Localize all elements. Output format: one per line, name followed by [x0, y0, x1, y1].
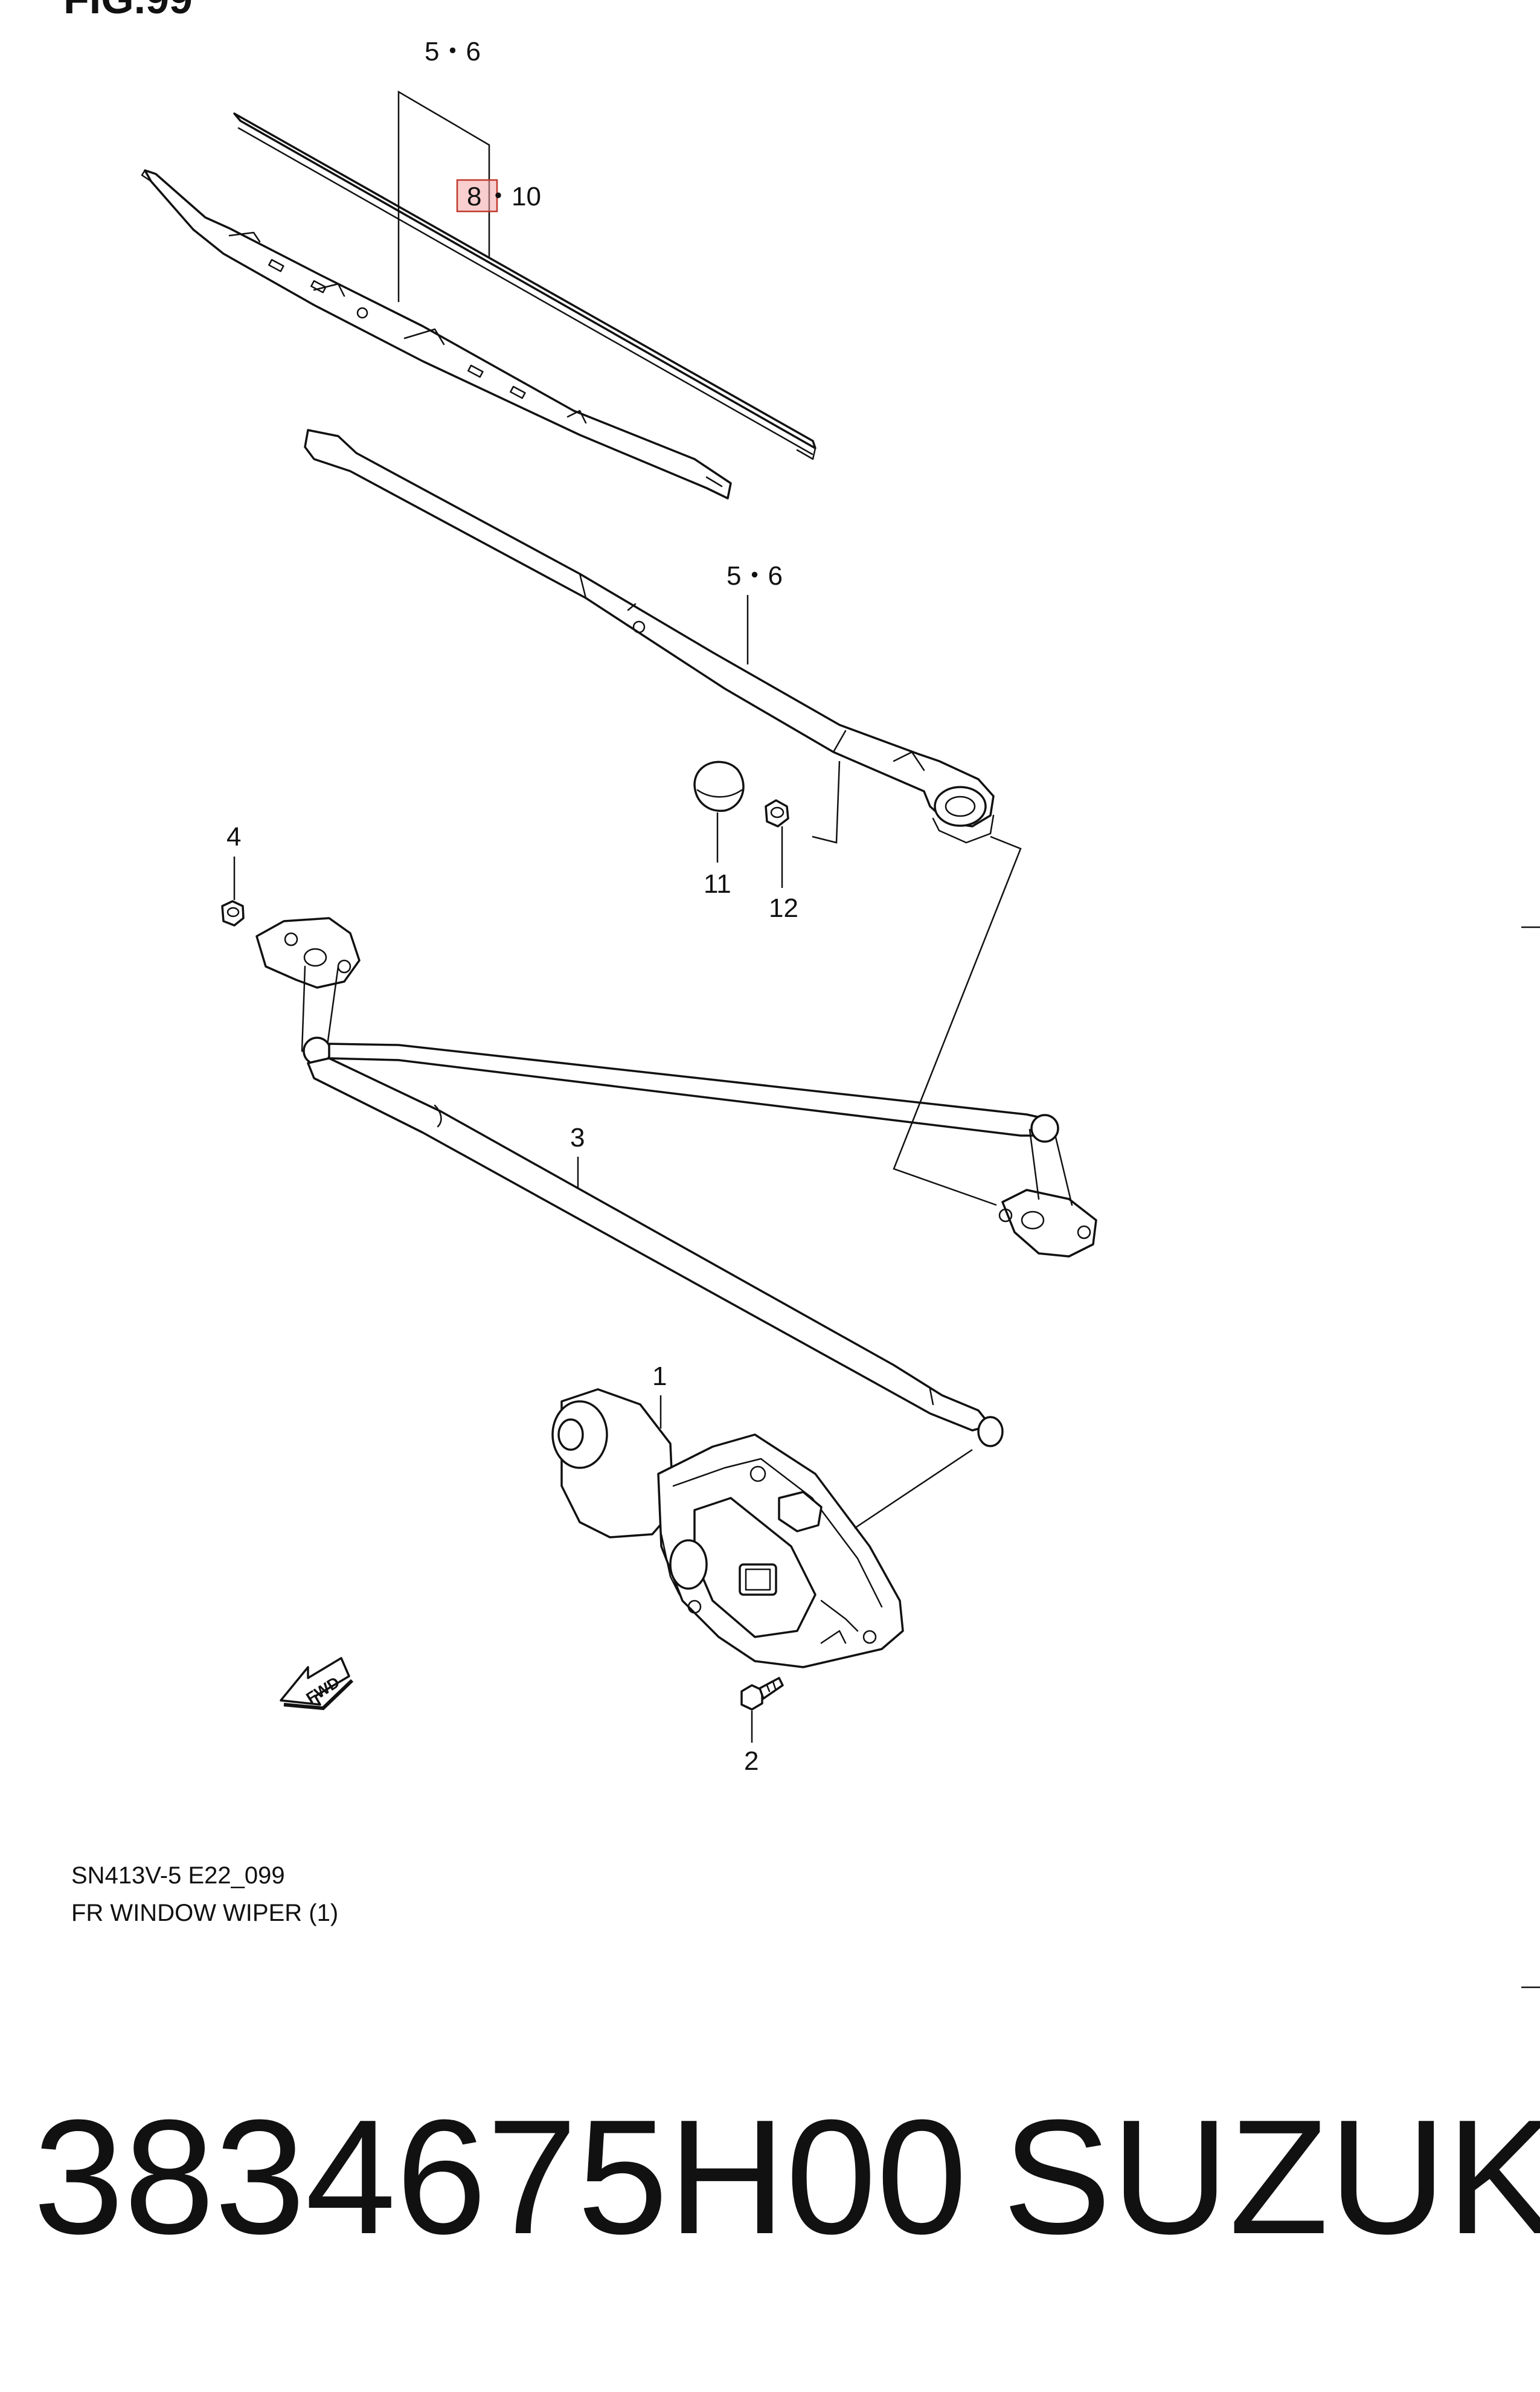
nut-part-12 — [765, 799, 789, 828]
callout-5-6: 5・6 — [727, 561, 783, 591]
part-number: 3834675H00 — [33, 2086, 967, 2268]
figure-code: SN413V-5 E22_099 — [71, 1862, 285, 1889]
leader-motor-crank — [854, 1448, 973, 1529]
brand-name: SUZUKI — [1003, 2086, 1540, 2268]
callout-10: ・10 — [485, 182, 541, 211]
callout-3: 3 — [570, 1123, 585, 1153]
figure-caption: FR WINDOW WIPER (1) — [71, 1900, 338, 1926]
cap-part-11 — [693, 760, 745, 812]
wiper-motor — [551, 1388, 904, 1668]
nut-part-4 — [221, 900, 245, 927]
highlight-box — [456, 179, 498, 213]
callout-11: 11 — [704, 869, 731, 899]
leader-arm-nut — [812, 760, 841, 844]
wiper-blade — [141, 112, 817, 500]
bolt-part-2 — [740, 1677, 784, 1711]
callout-4: 4 — [226, 822, 241, 852]
bottom-banner — [0, 1993, 1540, 2392]
callout-7-9: 5・6 — [425, 37, 481, 66]
parts-diagram: FIG.99 5・6 8 ・10 5・6 — [63, 0, 1540, 1989]
leader-arm-pivot — [893, 835, 1022, 1206]
callout-12: 12 — [769, 893, 798, 923]
callout-8: 8 — [467, 182, 481, 211]
leader-7-9 — [397, 90, 449, 302]
fwd-arrow-icon: FWD — [280, 1657, 354, 1711]
callout-2: 2 — [744, 1746, 759, 1776]
wiper-linkage — [255, 917, 1097, 1447]
wiper-arm — [304, 429, 995, 844]
figure-title: FIG.99 — [63, 0, 193, 22]
leader-8-10 — [448, 120, 490, 257]
callout-1: 1 — [652, 1362, 667, 1391]
